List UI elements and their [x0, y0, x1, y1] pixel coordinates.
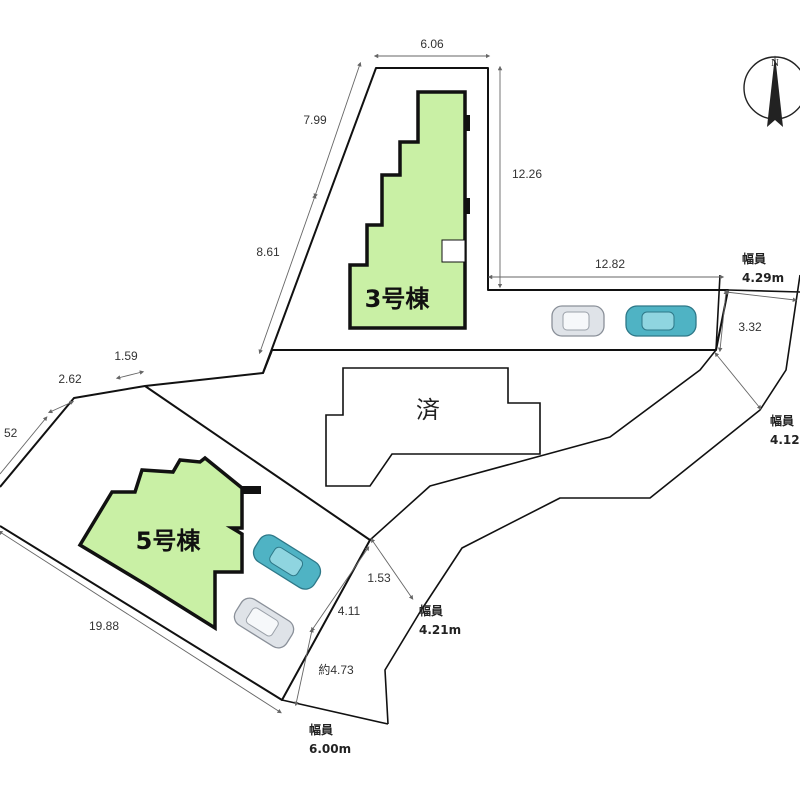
dim-line-left-side [0, 416, 48, 475]
sold-building [325, 367, 541, 487]
road-width-2: 幅員 4.12 [770, 413, 800, 447]
dim-top: 6.06 [420, 37, 444, 51]
road-label-4: 幅員 [309, 722, 333, 737]
road-width-3: 幅員 4.21m [419, 603, 461, 637]
road-edge-bottom [281, 699, 389, 725]
road-edge-right [384, 274, 800, 725]
road-width-4: 幅員 6.00m [309, 722, 351, 756]
road-label-2: 幅員 [770, 413, 794, 428]
road-label-3: 幅員 [419, 603, 443, 618]
road-value-3: 4.21m [419, 623, 461, 637]
car-teal-top [625, 305, 697, 337]
road-value-2: 4.12 [770, 433, 800, 447]
dim-corner-c: 約4.73 [318, 662, 354, 677]
dim-right-horizontal: 12.82 [595, 257, 625, 271]
road-value-1: 4.29m [742, 271, 784, 285]
sold-label: 済 [416, 396, 440, 424]
dim-lower-left: 8.61 [256, 245, 280, 259]
car-grey-lower [233, 597, 295, 649]
dim-line-lower-left [258, 193, 317, 355]
north-compass-icon: N [743, 55, 800, 127]
building-5-label: 5号棟 [136, 527, 202, 555]
dim-right-vertical: 12.26 [512, 167, 542, 181]
dim-line-upper-left [313, 61, 362, 199]
dim-line-bottom-left [0, 530, 282, 714]
dim-corner-a: 1.53 [367, 571, 391, 585]
dim-line-road-4-29 [723, 290, 798, 302]
entrance-3 [441, 239, 466, 263]
dim-left-upper: 2.62 [58, 372, 82, 386]
car-grey-top [551, 305, 605, 337]
building-5-step [241, 486, 261, 494]
dim-line-mid [115, 370, 145, 380]
building-3-step-a [465, 115, 470, 131]
dim-line-corner-b [310, 546, 370, 632]
sold-lot-boundary [272, 349, 717, 541]
building-3-footprint [348, 90, 467, 330]
car-teal-lower [252, 534, 322, 590]
dim-line-corner-a [370, 538, 414, 600]
building-3-step-b [465, 198, 470, 214]
dim-bottom-left: 19.88 [89, 619, 119, 633]
road-width-1: 幅員 4.29m [742, 251, 784, 285]
dim-line-road-4-12 [714, 352, 762, 410]
road-label-1: 幅員 [742, 251, 766, 266]
north-label: N [771, 57, 779, 69]
dim-left-side: 52 [4, 426, 18, 440]
dim-mid: 1.59 [114, 349, 138, 363]
dim-upper-left: 7.99 [303, 113, 327, 127]
dim-line-left-upper [47, 400, 75, 414]
building-3-label: 3号棟 [365, 285, 431, 313]
dim-line-corner-c [294, 627, 314, 707]
dim-corner-b: 4.11 [338, 604, 361, 618]
road-value-4: 6.00m [309, 742, 351, 756]
dim-road-gap: 3.32 [738, 320, 762, 334]
